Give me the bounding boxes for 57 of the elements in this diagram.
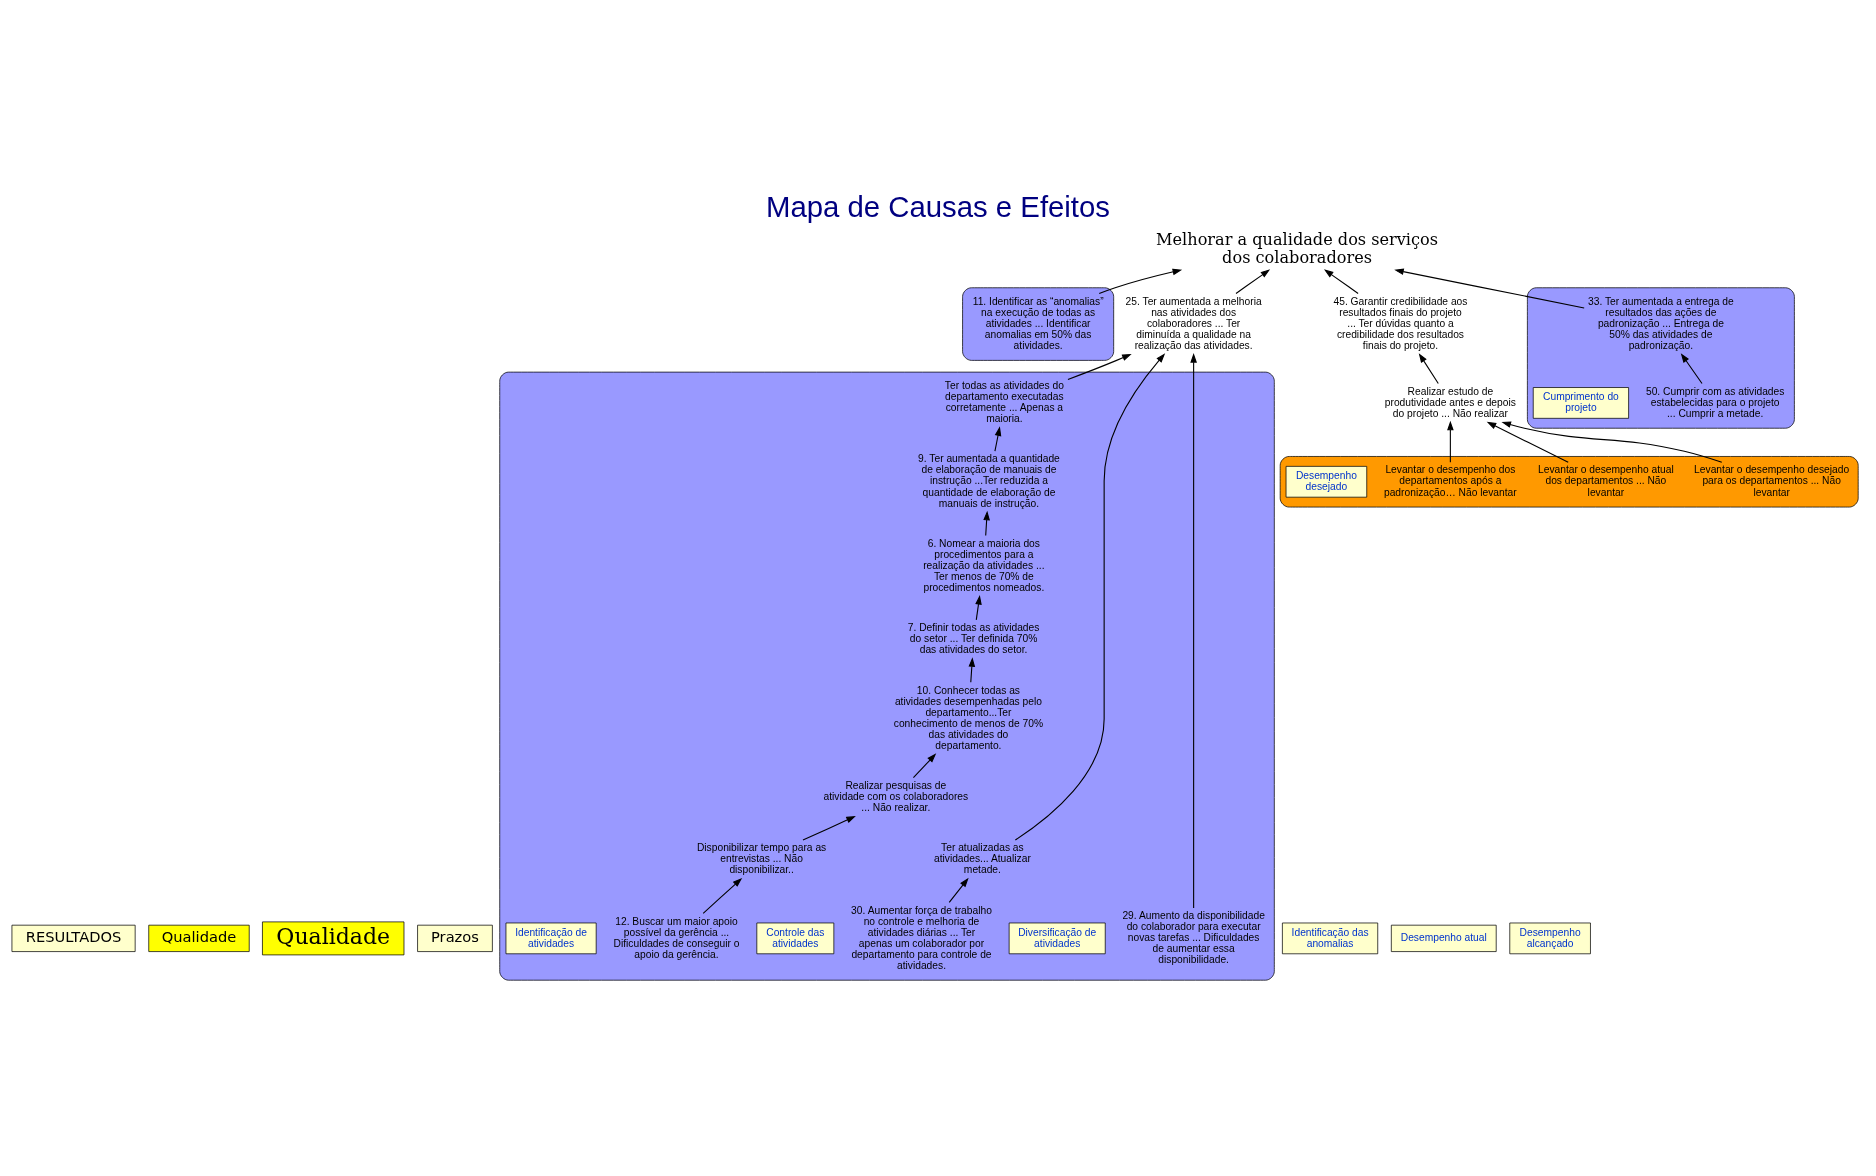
node-text: Levantar o desempenho atual dos departamentos ... Não levantar (1538, 463, 1674, 497)
arrow (1235, 268, 1271, 294)
node-box: Desempenho atual (1390, 924, 1497, 952)
arrow (1486, 421, 1569, 463)
node-text: 9. Ter aumentada a quantidade de elaboração de manuais de instrução ...Ter reduzida a quantidade de elaboração de manuais de instrução. (918, 452, 1060, 508)
arrow (1098, 268, 1183, 294)
node-text: 33. Ter aumentada a entrega de resultados das ações de padronização ... Entrega de 50% das atividades de padronização. (1588, 295, 1734, 351)
arrow (912, 752, 937, 778)
node-box: Qualidade (148, 924, 250, 952)
arrow (1394, 267, 1585, 308)
node-box: Diversificação de atividades (1008, 922, 1106, 954)
node-text: Disponibilizar tempo para as entrevistas ... Não disponibilizar.. (696, 841, 827, 875)
node-text: 45. Garantir credibilidade aos resultados finais do projeto ... Ter dúvidas quanto a credibilidade dos resultados finais do projeto. (1333, 295, 1468, 351)
arrow (968, 656, 976, 683)
cluster (1527, 286, 1795, 429)
node-text: Levantar o desempenho desejado para os departamentos ... Não levantar (1694, 463, 1850, 497)
node-text: Realizar pesquisas de atividade com os colaboradores ... Não realizar. (823, 779, 969, 813)
arrow (948, 877, 969, 903)
node-box: Identificação das anomalias (1282, 922, 1379, 954)
arrow (1418, 352, 1439, 384)
arrow (1447, 420, 1454, 463)
arrow (1680, 352, 1703, 384)
node-text: 11. Identificar as “anomalias” na execução de todas as atividades ... Identificar anomalias em 50% das atividades. (972, 295, 1104, 351)
node-box: Desempenho alcançado (1509, 922, 1591, 954)
node-box: Controle das atividades (756, 922, 835, 954)
node-text: 6. Nomear a maioria dos procedimentos para a realização da atividades ... Ter menos de 70% de procedimentos nomeados. (923, 537, 1045, 593)
node-text: Ter atualizadas as atividades... Atualizar metade. (933, 841, 1031, 875)
node-text: Ter todas as atividades do departamento executadas corretamente ... Apenas a maioria. (944, 379, 1064, 424)
node-box: Identificação de atividades (505, 922, 597, 954)
node-text: 50. Cumprir com as atividades estabelecidas para o projeto ... Cumprir a metade. (1645, 385, 1785, 419)
arrow (1014, 352, 1166, 841)
node-text: Levantar o desempenho dos departamentos após a padronização… Não levantar (1383, 463, 1517, 497)
arrow (1323, 268, 1359, 294)
cluster (962, 286, 1115, 361)
node-text: 30. Aumentar força de trabalho no controle e melhoria de atividades diárias ... Ter apenas um colaborador por departamento para controle de atividades. (851, 904, 992, 971)
node-box: Prazos (417, 924, 493, 952)
node-text: 7. Definir todas as atividades do setor ... Ter definida 70% das atividades do setor. (907, 621, 1040, 655)
node-text: Realizar estudo de produtividade antes e depois do projeto ... Não realizar (1384, 385, 1516, 419)
arrow (1501, 420, 1723, 463)
arrow (1190, 352, 1197, 908)
diagram-title: Mapa de Causas e Efeitos (766, 189, 1110, 223)
cluster (1279, 455, 1859, 507)
arrow (994, 425, 1002, 452)
node-box: Desempenho desejado (1285, 465, 1368, 498)
node-text: 10. Conhecer todas as atividades desempenhadas pelo departamento...Ter conhecimento de menos de 70% das atividades do departamento. (893, 684, 1044, 751)
node-text: 25. Ter aumentada a melhoria nas atividades dos colaboradores ... Ter diminuída a qualidade na realização das atividades. (1125, 295, 1262, 351)
node-box: Qualidade (262, 921, 405, 955)
arrow (802, 815, 856, 841)
node-text: Melhorar a qualidade dos serviços dos colaboradores (1156, 229, 1439, 267)
node-text: 12. Buscar um maior apoio possível da gerência ... Dificuldades de conseguir o apoio da gerência. (613, 915, 740, 960)
node-box: Cumprimento do projeto (1532, 386, 1629, 419)
arrow (983, 510, 990, 536)
node-text: 29. Aumento da disponibilidade do colaborador para executar novas tarefas ... Dificuldades de aumentar essa disponibilidade. (1122, 909, 1265, 965)
node-box: RESULTADOS (11, 924, 136, 952)
arrow (702, 877, 743, 914)
arrow (975, 594, 982, 620)
cluster (499, 371, 1275, 981)
